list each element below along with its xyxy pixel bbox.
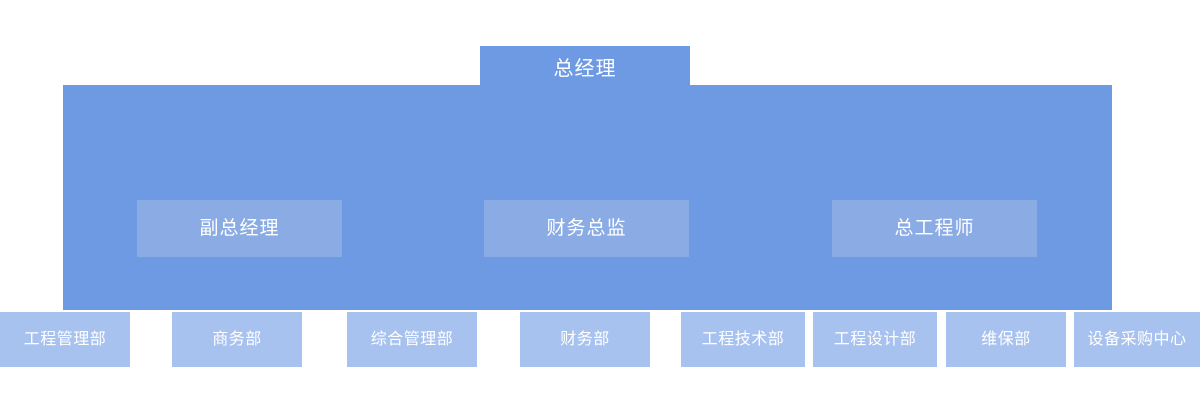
node-chief-engineer[interactable]: 总工程师 (832, 200, 1037, 257)
node-label: 副总经理 (199, 218, 280, 239)
node-department-engineering-design[interactable]: 工程设计部 (813, 312, 937, 367)
node-label: 工程设计部 (833, 330, 917, 348)
node-label: 商务部 (212, 330, 262, 348)
node-label: 财务部 (560, 330, 610, 348)
node-label: 工程技术部 (701, 330, 785, 348)
node-department-maintenance[interactable]: 维保部 (946, 312, 1066, 367)
node-label: 总经理 (553, 58, 617, 80)
node-department-engineering-management[interactable]: 工程管理部 (0, 312, 130, 367)
node-general-manager[interactable]: 总经理 (480, 46, 690, 92)
node-department-business[interactable]: 商务部 (172, 312, 302, 367)
node-label: 维保部 (981, 330, 1031, 348)
node-label: 设备采购中心 (1087, 330, 1187, 348)
node-department-general-management[interactable]: 综合管理部 (347, 312, 477, 367)
node-department-engineering-technology[interactable]: 工程技术部 (681, 312, 805, 367)
node-deputy-general-manager[interactable]: 副总经理 (137, 200, 342, 257)
node-label: 工程管理部 (23, 330, 107, 348)
group-panel (63, 85, 1112, 310)
node-department-finance[interactable]: 财务部 (520, 312, 650, 367)
node-department-equipment-procurement-center[interactable]: 设备采购中心 (1074, 312, 1200, 367)
node-label: 财务总监 (546, 218, 627, 239)
node-label: 总工程师 (894, 218, 975, 239)
node-label: 综合管理部 (370, 330, 454, 348)
node-finance-director[interactable]: 财务总监 (484, 200, 689, 257)
